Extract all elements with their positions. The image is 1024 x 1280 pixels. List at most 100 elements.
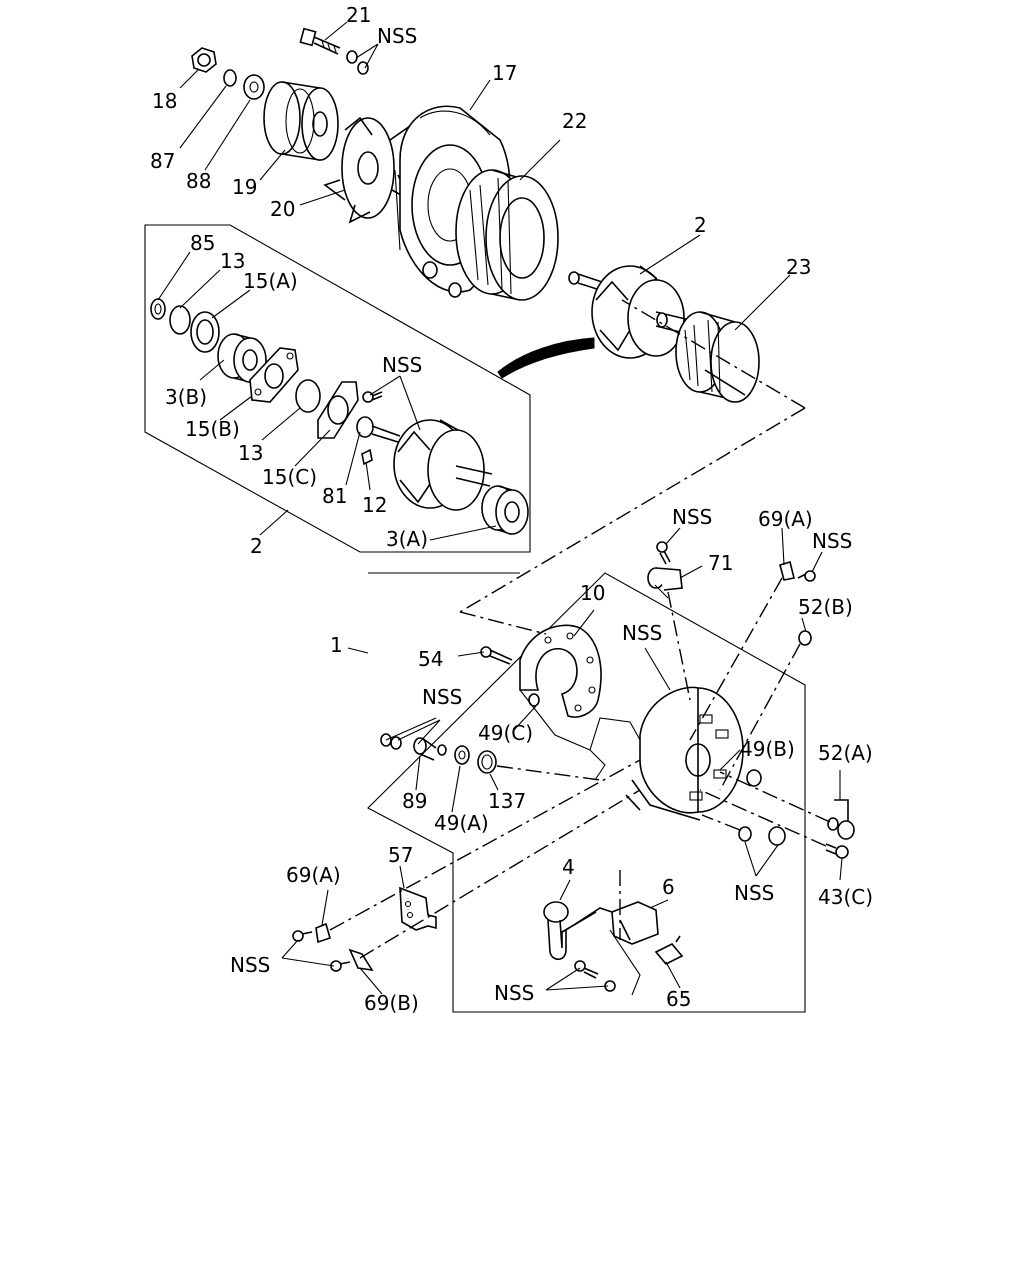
terminal-bolt-89	[413, 737, 447, 761]
clip-69a-bottom	[315, 922, 331, 944]
stator-22	[455, 169, 559, 301]
nss-bolt-89	[380, 733, 402, 750]
bolt-43c	[825, 843, 849, 859]
washer-88	[243, 74, 265, 100]
seal-15a	[190, 311, 220, 353]
ring-87	[223, 69, 237, 87]
screw-54	[480, 646, 513, 665]
label-43c: 43(C)	[818, 885, 873, 909]
plate-15b	[249, 347, 299, 403]
label-nss-57: NSS	[230, 953, 270, 977]
label-52b: 52(B)	[798, 595, 853, 619]
label-6: 6	[662, 875, 675, 899]
label-nss-69: NSS	[812, 529, 852, 553]
frame-connector-line	[519, 689, 641, 781]
label-2-group: 2	[250, 534, 263, 558]
ring-13a	[169, 305, 191, 335]
rotor-group-outline	[144, 224, 531, 553]
assembly-line-57-a	[329, 759, 641, 931]
leader-lines	[157, 21, 843, 995]
assembly-line-57-b	[359, 789, 641, 959]
assembly-line-plate	[459, 611, 547, 635]
label-nss-89: NSS	[422, 685, 462, 709]
label-89: 89	[402, 789, 427, 813]
label-23: 23	[786, 255, 811, 279]
oring-137	[477, 750, 497, 774]
label-nss-rotor: NSS	[382, 353, 422, 377]
label-49a: 49(A)	[434, 811, 489, 835]
label-88: 88	[186, 169, 211, 193]
rotor-in-group	[371, 419, 493, 511]
label-17: 17	[492, 61, 517, 85]
label-71: 71	[708, 551, 733, 575]
label-15b: 15(B)	[185, 417, 240, 441]
cap-52b	[798, 630, 812, 646]
nss-washers-top	[346, 50, 369, 75]
label-13b: 13	[238, 441, 263, 465]
rectifier-23	[675, 311, 760, 403]
label-21: 21	[346, 3, 371, 27]
pulley-19	[263, 81, 339, 161]
label-2-rotor: 2	[694, 213, 707, 237]
label-13a: 13	[220, 249, 245, 273]
label-22: 22	[562, 109, 587, 133]
label-85: 85	[190, 231, 215, 255]
label-87: 87	[150, 149, 175, 173]
assembly-arrow	[497, 337, 595, 379]
assembly-line-rotor-frame-2	[621, 299, 806, 409]
label-15c: 15(C)	[262, 465, 317, 489]
rear-frame-group-outline	[367, 572, 806, 1013]
bracket-71	[647, 567, 683, 591]
label-20: 20	[270, 197, 295, 221]
bushing-49a	[454, 745, 470, 765]
key-12	[361, 448, 373, 466]
regulator-6	[611, 901, 659, 945]
cap-52a	[827, 799, 855, 840]
label-65: 65	[666, 987, 691, 1011]
assembly-line-137	[496, 765, 601, 781]
clip-69b	[348, 948, 374, 972]
label-52a: 52(A)	[818, 741, 873, 765]
label-49c: 49(C)	[478, 721, 533, 745]
through-bolt-21	[299, 27, 341, 55]
regulator-connector-line	[609, 929, 641, 996]
label-18: 18	[152, 89, 177, 113]
label-3a: 3(A)	[386, 527, 428, 551]
label-81: 81	[322, 484, 347, 508]
label-137: 137	[488, 789, 526, 813]
assembly-line-rotor-frame	[459, 407, 806, 613]
label-57: 57	[388, 843, 413, 867]
retainer-15c	[317, 381, 359, 439]
label-nss-4: NSS	[494, 981, 534, 1005]
label-19: 19	[232, 175, 257, 199]
nss-89-bracket	[397, 719, 441, 745]
bushing-49c	[528, 693, 540, 707]
bearing-3a	[481, 485, 529, 535]
label-69b: 69(B)	[364, 991, 419, 1015]
label-12: 12	[362, 493, 387, 517]
label-4: 4	[562, 855, 575, 879]
label-3b: 3(B)	[165, 385, 207, 409]
label-10: 10	[580, 581, 605, 605]
nss-caps	[738, 826, 786, 846]
assembly-line-71	[667, 591, 691, 701]
label-69a-top: 69(A)	[758, 507, 813, 531]
rear-frame	[625, 686, 744, 821]
label-49b: 49(B)	[740, 737, 795, 761]
label-1: 1	[330, 633, 343, 657]
wire-4	[543, 901, 613, 961]
nss-screw-71	[656, 541, 671, 565]
assembly-line-43c	[699, 789, 827, 847]
label-69a-bottom: 69(A)	[286, 863, 341, 887]
label-15a: 15(A)	[243, 269, 298, 293]
connector-65	[654, 935, 684, 965]
assembly-line-caps	[701, 814, 741, 831]
label-54: 54	[418, 647, 443, 671]
assembly-line-69	[689, 577, 783, 741]
assembly-line-52a	[719, 771, 831, 823]
rotor-2	[568, 265, 691, 359]
brush-holder-57	[399, 886, 437, 931]
label-nss-cap: NSS	[734, 881, 774, 905]
ring-85	[150, 298, 166, 320]
